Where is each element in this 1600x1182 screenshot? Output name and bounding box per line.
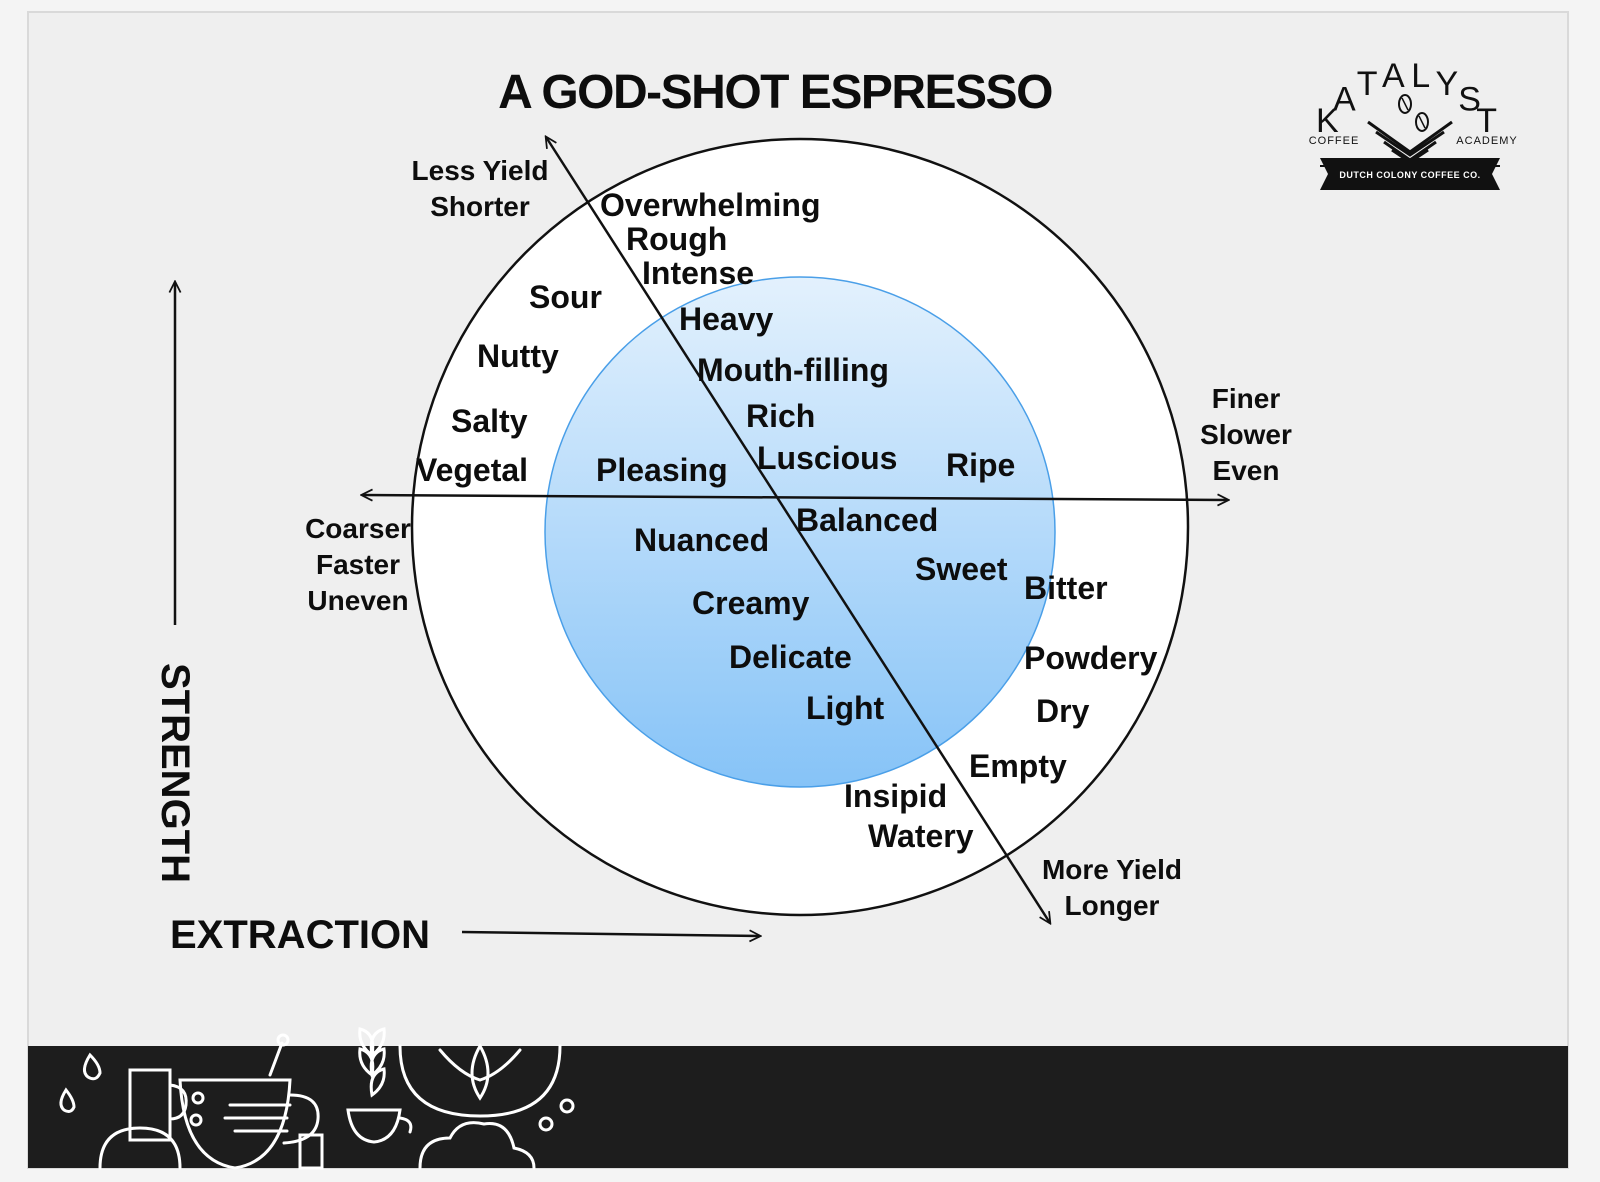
finer-label: Finer Slower Even [1200, 383, 1292, 486]
less-yield-label: Less Yield Shorter [412, 155, 549, 222]
page-title: A GOD-SHOT ESPRESSO [498, 66, 1052, 119]
word-powdery: Powdery [1024, 640, 1158, 676]
coarser-label: Coarser Faster Uneven [305, 513, 411, 616]
extraction-axis-label: EXTRACTION [170, 913, 430, 957]
word-heavy: Heavy [679, 301, 774, 337]
word-rich: Rich [746, 398, 815, 434]
logo-brand-letter: Y [1436, 65, 1459, 103]
word-watery: Watery [868, 818, 974, 854]
svg-text:Uneven: Uneven [307, 585, 408, 616]
footer-band [28, 1046, 1568, 1168]
cloud-icon [418, 1121, 536, 1170]
word-insipid: Insipid [844, 778, 947, 814]
logo-ribbon-text: DUTCH COLONY COFFEE CO. [1339, 170, 1480, 180]
svg-text:More Yield: More Yield [1042, 854, 1182, 885]
svg-text:Finer: Finer [1212, 383, 1281, 414]
word-rough: Rough [626, 221, 727, 257]
word-mouth-filling: Mouth-filling [697, 352, 889, 388]
spoon-icon [268, 1041, 284, 1077]
word-bitter: Bitter [1024, 570, 1108, 606]
word-sour: Sour [529, 279, 602, 315]
logo-brand-letter: A [1382, 57, 1405, 95]
coffee-illustration-decoration [59, 1027, 575, 1170]
word-luscious: Luscious [757, 440, 897, 476]
logo-right-word: ACADEMY [1456, 135, 1517, 147]
logo-brand-letter: T [1476, 102, 1497, 140]
word-nuanced: Nuanced [634, 522, 769, 558]
water-drop-icon [59, 1087, 76, 1113]
outer-ring-words: Overwhelming Rough Intense Sour Nutty Sa… [416, 187, 1158, 854]
inner-circle-words: Heavy Mouth-filling Rich Luscious Pleasi… [596, 301, 1015, 726]
word-pleasing: Pleasing [596, 452, 728, 488]
word-intense: Intense [642, 255, 754, 291]
cup-icon [178, 1078, 292, 1170]
svg-text:Longer: Longer [1065, 890, 1160, 921]
svg-text:Even: Even [1213, 455, 1280, 486]
svg-text:Slower: Slower [1200, 419, 1292, 450]
word-delicate: Delicate [729, 639, 852, 675]
word-balanced: Balanced [796, 502, 938, 538]
word-ripe: Ripe [946, 447, 1015, 483]
glass-icon [298, 1133, 324, 1170]
svg-text:Shorter: Shorter [430, 191, 530, 222]
coffee-bean-icon [1398, 94, 1429, 132]
word-nutty: Nutty [477, 338, 559, 374]
word-overwhelming: Overwhelming [600, 187, 821, 223]
word-empty: Empty [969, 748, 1067, 784]
cake-icon [98, 1126, 182, 1170]
small-cup-icon [346, 1108, 413, 1144]
logo-ribbon [1320, 158, 1500, 190]
leaf-icon [358, 1027, 386, 1098]
water-drop-icon [83, 1052, 102, 1081]
logo-brand-letter: L [1411, 57, 1430, 95]
latte-art-icon [398, 1044, 562, 1118]
more-yield-label: More Yield Longer [1042, 854, 1182, 921]
logo-brand-letter: S [1458, 81, 1481, 119]
logo-left-word: COFFEE [1309, 135, 1360, 147]
svg-text:Less Yield: Less Yield [412, 155, 549, 186]
svg-text:Faster: Faster [316, 549, 400, 580]
word-salty: Salty [451, 403, 528, 439]
word-light: Light [806, 690, 885, 726]
svg-text:Coarser: Coarser [305, 513, 411, 544]
logo-brand-letter: K [1316, 102, 1339, 140]
word-creamy: Creamy [692, 585, 810, 621]
word-dry: Dry [1036, 693, 1090, 729]
word-vegetal: Vegetal [416, 452, 528, 488]
logo-brand-letter: T [1357, 65, 1378, 103]
logo-brand-letter: A [1333, 81, 1356, 119]
strength-axis-label: STRENGTH [153, 663, 197, 883]
extraction-arrow [461, 932, 760, 936]
diagonal-axis-arrow [546, 137, 1050, 923]
word-sweet: Sweet [915, 551, 1008, 587]
